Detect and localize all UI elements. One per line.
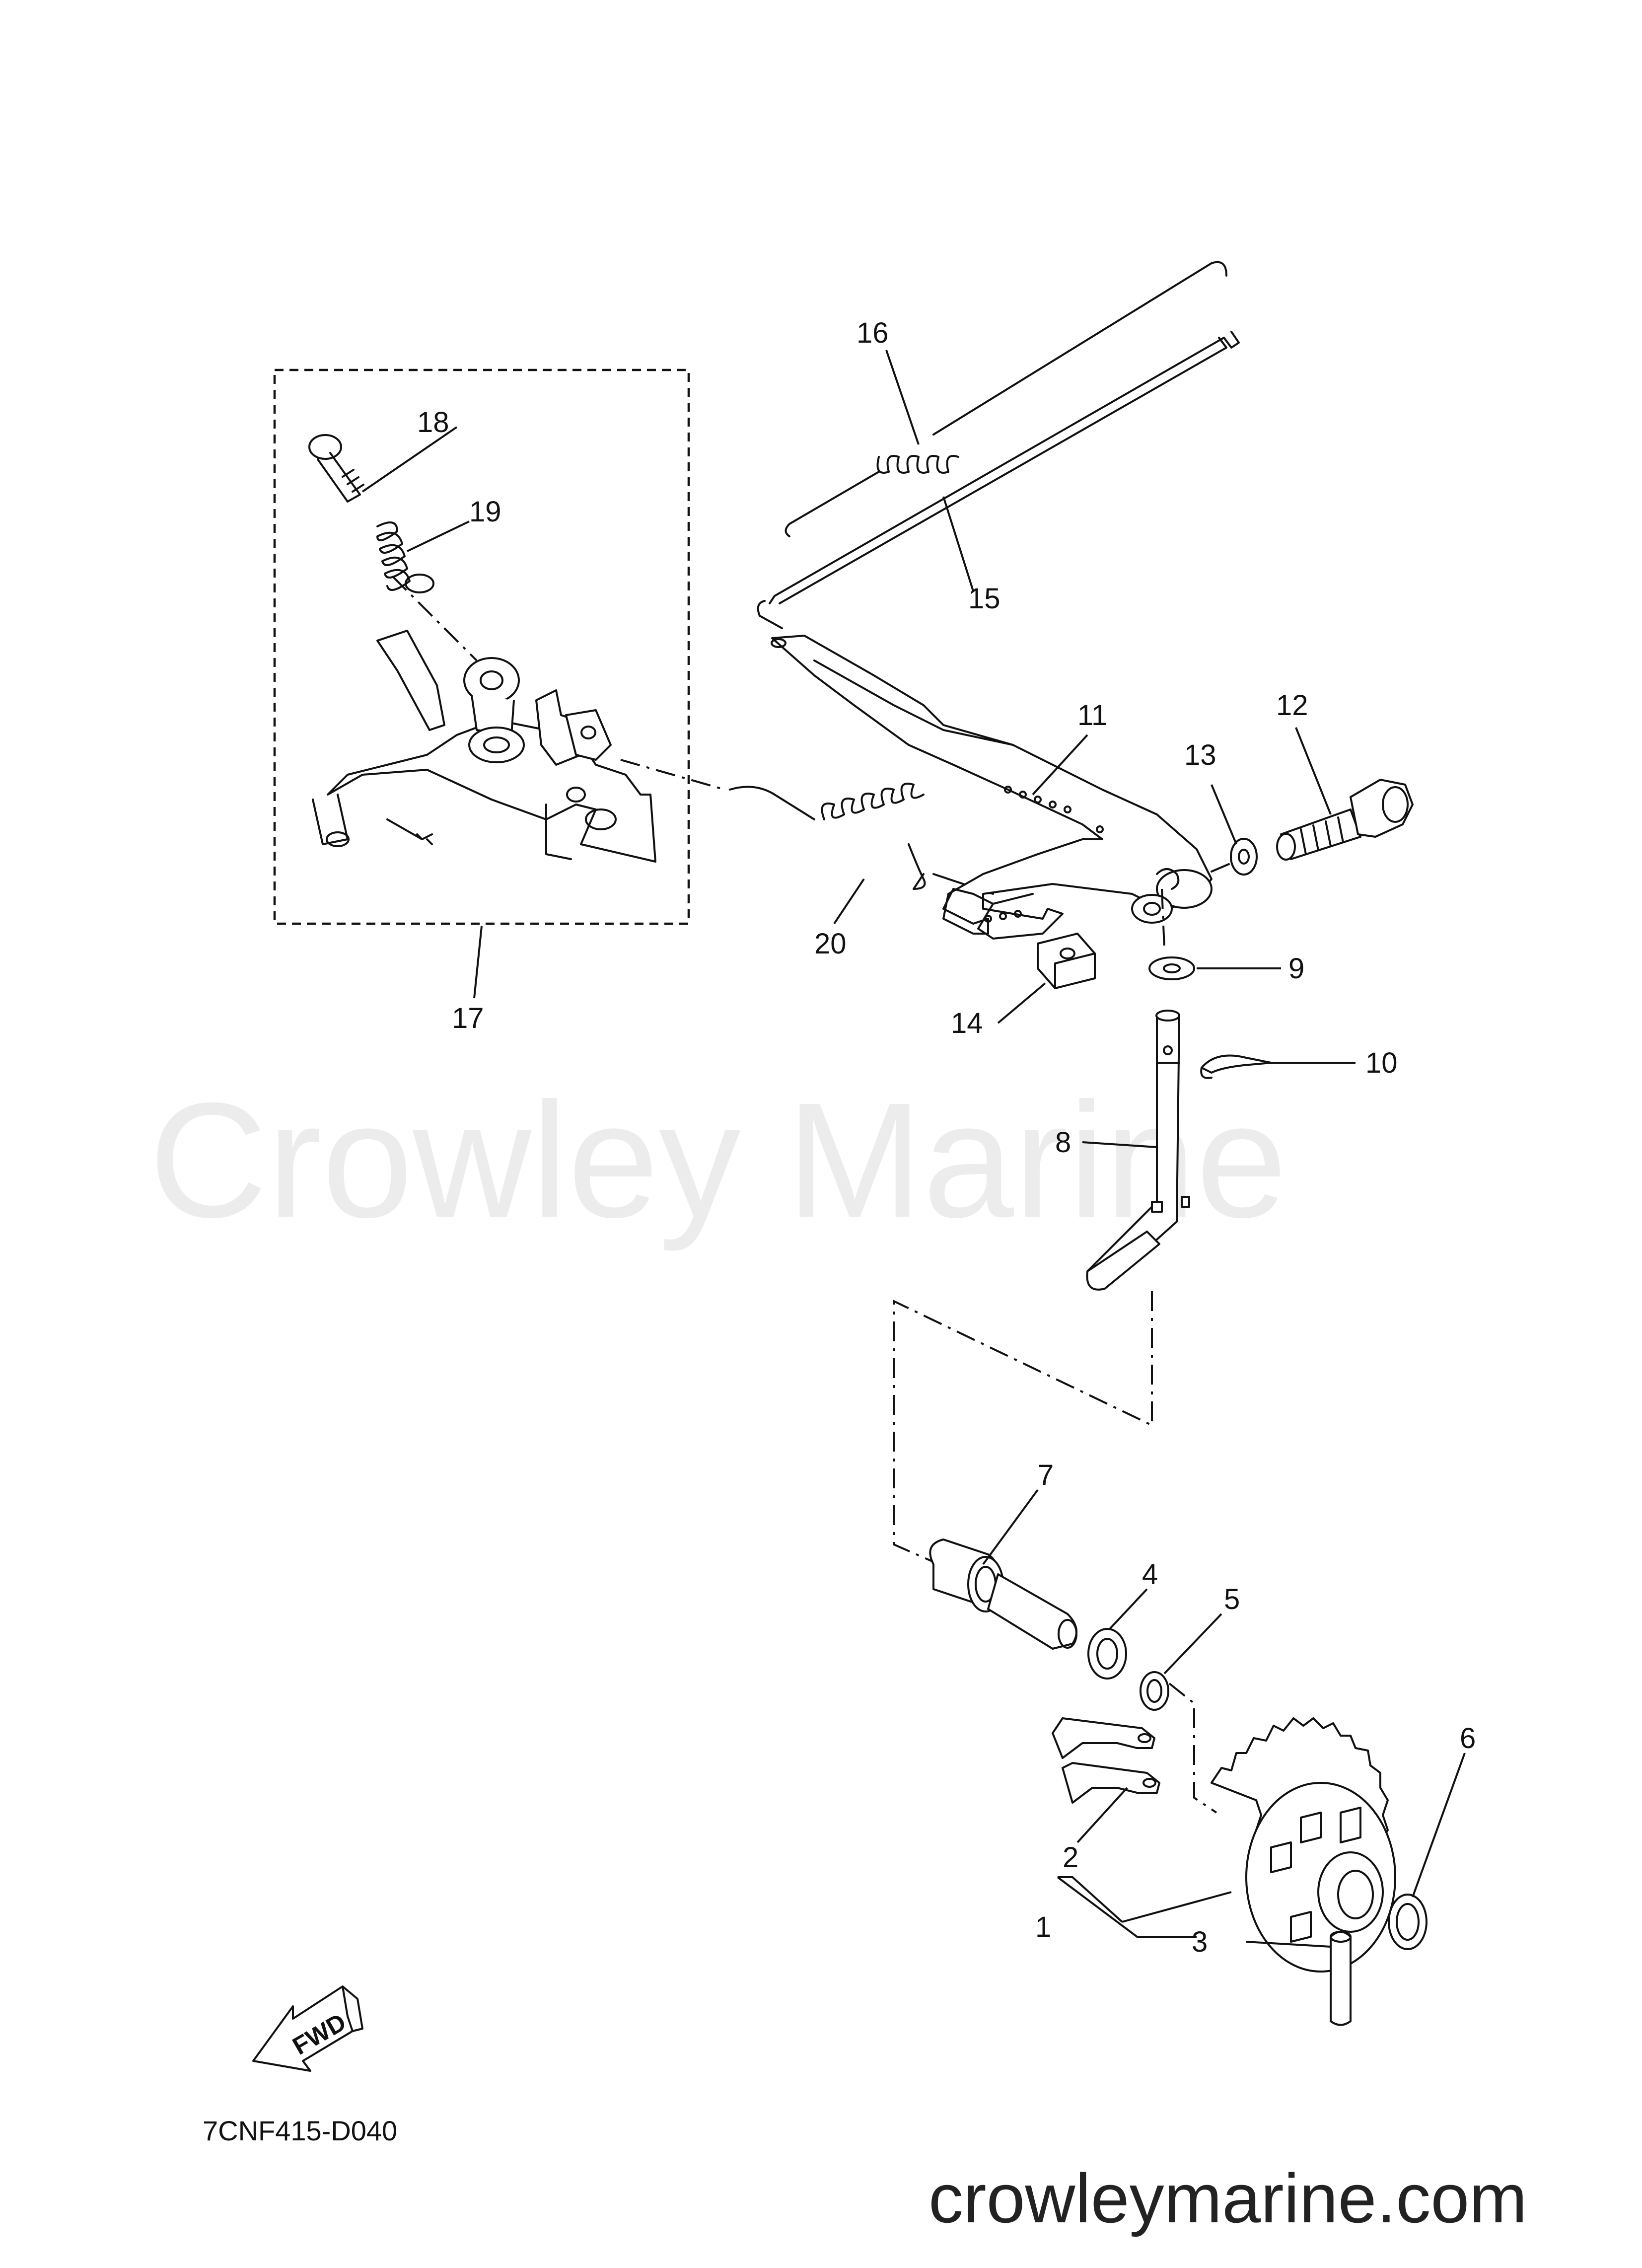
callout-12: 12 <box>1276 689 1308 722</box>
callout-5: 5 <box>1224 1583 1240 1615</box>
part-3-pin <box>1330 1931 1352 2026</box>
callout-6: 6 <box>1460 1722 1476 1755</box>
part-8-shaft <box>1086 1010 1190 1291</box>
fwd-arrow-icon: FWD <box>252 1985 363 2072</box>
callout-10: 10 <box>1365 1047 1398 1079</box>
part-7-shaft <box>929 1538 1077 1650</box>
callout-20: 20 <box>814 928 847 960</box>
alignment-line-5 <box>1168 1683 1217 1814</box>
callout-17: 17 <box>452 1002 484 1034</box>
callout-11: 11 <box>1077 699 1107 732</box>
callout-2: 2 <box>1063 1841 1078 1874</box>
alignment-line-8-7 <box>893 1291 1153 1580</box>
diagram-code: 7CNF415-D040 <box>203 2115 397 2146</box>
part-4-washer <box>1087 1628 1127 1680</box>
callout-4: 4 <box>1142 1558 1158 1591</box>
assembly-box-17 <box>273 368 690 925</box>
part-16-spring <box>785 261 1227 537</box>
part-9-washer <box>1148 956 1195 980</box>
website-footer: crowleymarine.com <box>928 2159 1527 2237</box>
callout-16: 16 <box>857 317 889 349</box>
callout-14: 14 <box>951 1007 983 1039</box>
alignment-line-20 <box>620 759 725 791</box>
callout-19: 19 <box>469 496 501 528</box>
part-10-pin <box>1200 1054 1272 1079</box>
part-5-washer <box>1140 1671 1169 1711</box>
leader-lines <box>361 350 1466 1948</box>
callout-7: 7 <box>1038 1459 1054 1491</box>
part-1-gear <box>1211 1717 1396 1973</box>
part-2-weights <box>1052 1717 1160 1804</box>
part-15-rod <box>757 331 1240 629</box>
part-19-spring <box>376 521 434 593</box>
callout-18: 18 <box>417 406 449 439</box>
part-17-bracket-assembly <box>312 630 656 863</box>
part-18-bolt <box>308 434 364 503</box>
part-13-washer <box>1211 838 1258 876</box>
callout-8: 8 <box>1055 1126 1071 1159</box>
watermark-text: Crowley Marine <box>149 1068 1287 1252</box>
callout-3: 3 <box>1192 1926 1208 1958</box>
part-14-nut <box>1037 933 1096 989</box>
part-20-spring <box>729 783 994 895</box>
part-12-bolt <box>1276 779 1414 861</box>
callout-13: 13 <box>1184 739 1216 771</box>
part-6-washer <box>1388 1894 1428 1950</box>
callout-15: 15 <box>968 583 1000 615</box>
part-11-lever <box>771 635 1213 949</box>
callout-1: 1 <box>1035 1911 1051 1943</box>
callout-9: 9 <box>1288 952 1304 985</box>
